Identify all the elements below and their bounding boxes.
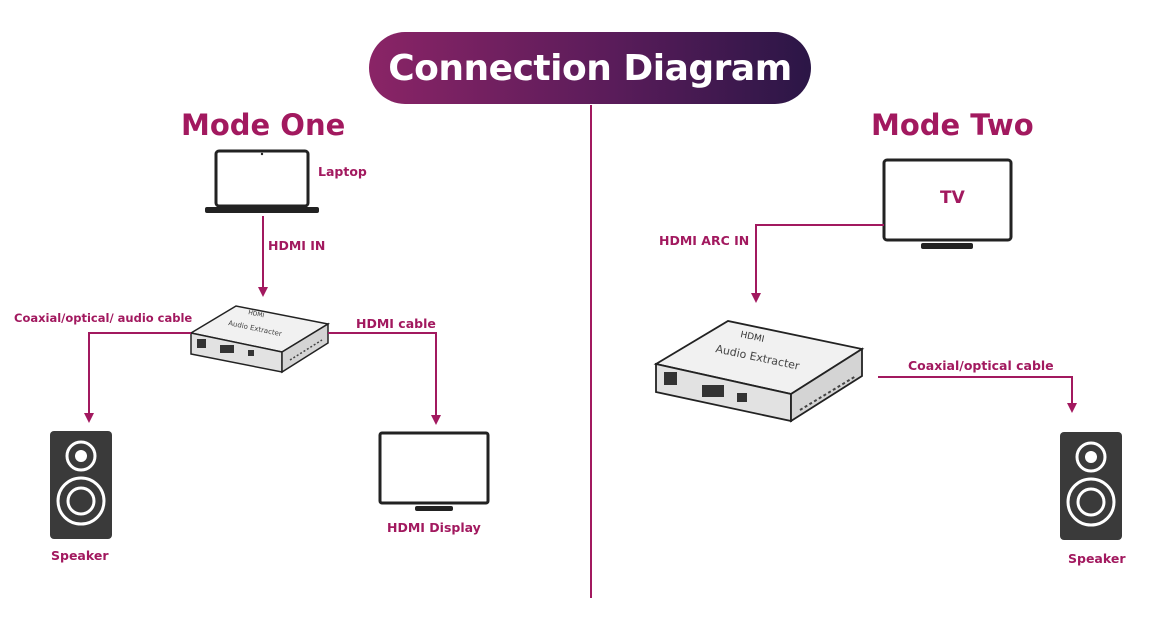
hdmi-arc-in-label: HDMI ARC IN — [659, 233, 750, 248]
hdmi-arc-arrow — [751, 224, 884, 303]
hdmi-display-icon — [378, 431, 490, 511]
laptop-label: Laptop — [318, 164, 367, 179]
device-brand-text-two: HDMI — [739, 330, 765, 345]
speaker-icon-mode-two — [1060, 432, 1122, 540]
audio-cable-label: Coaxial/optical/ audio cable — [14, 311, 193, 325]
audio-extractor-device-mode-one: HDMI Audio Extracter — [188, 305, 331, 374]
hdmi-cable-label: HDMI cable — [356, 316, 436, 331]
device-brand-text-one: HDMI — [248, 309, 265, 319]
audio-extractor-device-mode-two: HDMI Audio Extracter — [653, 320, 865, 423]
tv-label: TV — [940, 188, 965, 208]
coaxial-cable-line — [878, 376, 1077, 413]
mode-one-title: Mode One — [181, 108, 346, 142]
hdmi-cable-line — [328, 332, 441, 425]
coaxial-cable-label: Coaxial/optical cable — [908, 358, 1054, 373]
hdmi-in-label: HDMI IN — [268, 238, 326, 253]
hdmi-display-label: HDMI Display — [387, 520, 481, 535]
speaker-label-mode-two: Speaker — [1068, 551, 1126, 566]
audio-cable-line — [84, 332, 191, 423]
speaker-label-mode-one: Speaker — [51, 548, 109, 563]
speaker-icon-mode-one — [50, 431, 112, 539]
tv-icon — [882, 158, 1013, 249]
laptop-icon — [205, 149, 319, 213]
page-title: Connection Diagram — [369, 32, 811, 104]
mode-two-title: Mode Two — [871, 108, 1034, 142]
